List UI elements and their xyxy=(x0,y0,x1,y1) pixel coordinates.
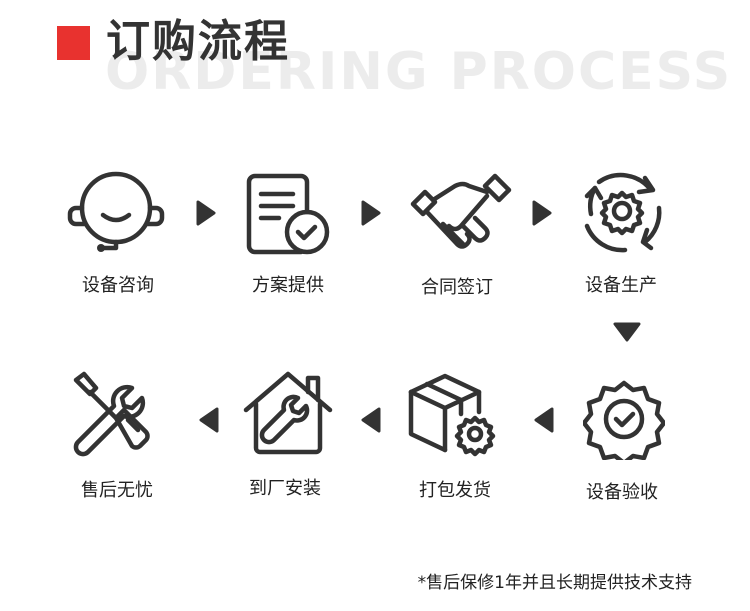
arrow-left-icon xyxy=(361,407,381,433)
handshake-icon xyxy=(410,173,512,249)
step-label-proposal: 方案提供 xyxy=(252,275,324,296)
arrow-left-icon xyxy=(534,407,554,433)
tools-icon xyxy=(73,371,150,457)
arrow-left-icon xyxy=(199,407,219,433)
step-label-aftersales: 售后无忧 xyxy=(81,480,153,501)
badge-check-icon xyxy=(583,380,665,460)
step-label-shipping: 打包发货 xyxy=(419,480,491,501)
accent-square xyxy=(57,26,90,60)
headset-icon xyxy=(67,171,165,252)
step-label-production: 设备生产 xyxy=(585,275,657,296)
arrow-right-icon xyxy=(361,200,381,226)
footnote: *售后保修1年并且长期提供技术支持 xyxy=(417,573,692,593)
page-title: 订购流程 xyxy=(106,16,290,67)
gear-cycle-icon xyxy=(584,172,662,253)
step-label-inspection: 设备验收 xyxy=(586,482,658,503)
document-check-icon xyxy=(246,173,330,255)
step-label-installation: 到厂安装 xyxy=(249,478,321,499)
step-label-contract: 合同签订 xyxy=(421,277,493,298)
page-subtitle: ORDERING PROCESS xyxy=(105,42,733,102)
arrow-right-icon xyxy=(532,200,552,226)
step-label-consult: 设备咨询 xyxy=(82,275,154,296)
arrow-right-icon xyxy=(196,200,216,226)
package-gear-icon xyxy=(408,373,496,457)
house-wrench-icon xyxy=(243,371,333,455)
arrow-down-icon xyxy=(613,322,641,342)
